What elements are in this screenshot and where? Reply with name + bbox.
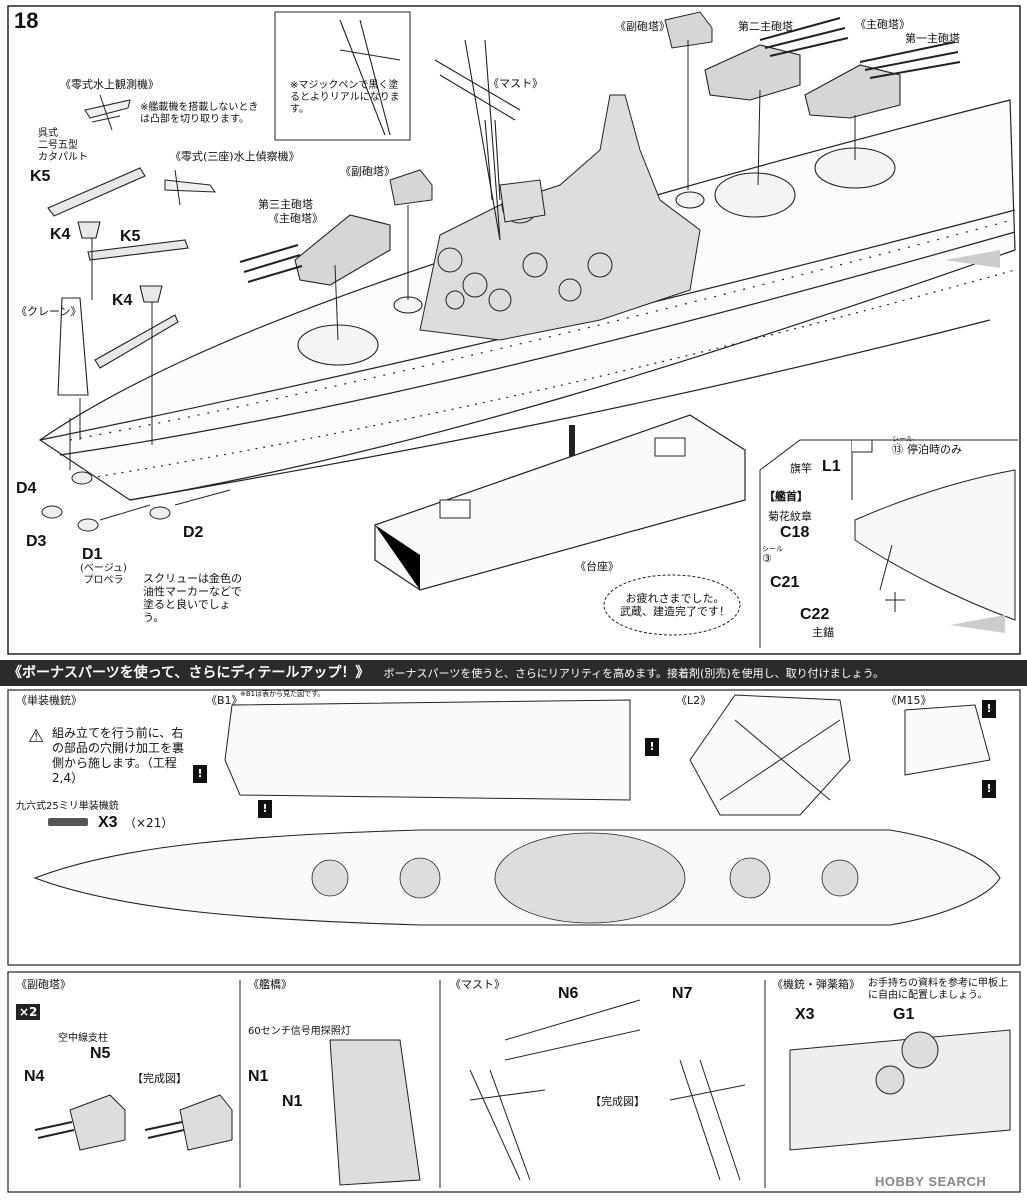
main-turrets (239, 17, 961, 286)
chrysanthemum-label: 菊花紋章 (768, 510, 812, 523)
part-x3-bottom: X3 (795, 1006, 815, 1023)
secondary-turrets (389, 11, 713, 206)
l2-label: 《L2》 (676, 694, 712, 707)
part-n4: N4 (24, 1068, 45, 1085)
part-n5: N5 (90, 1045, 111, 1062)
searchlight-label: 60センチ信号用探照灯 (248, 1026, 351, 1037)
turret3-label: 第三主砲塔 (258, 198, 313, 211)
part-x3-bonus: X3 (98, 814, 118, 831)
superstructure (419, 94, 701, 341)
part-k5-a: K5 (30, 168, 51, 185)
completed-label-2: 【完成図】 (590, 1095, 645, 1108)
gun-part-icon (48, 818, 88, 826)
x3-quantity: （×21） (124, 816, 174, 830)
secondary-turret-label-top: 《副砲塔》 (615, 20, 670, 33)
seal-3: ③ (762, 552, 772, 565)
magic-pen-note: ※マジックペンで黒く塗るとよりリアルになります。 (290, 80, 400, 115)
propellers (41, 471, 231, 532)
completed-label-1: 【完成図】 (132, 1072, 187, 1085)
anchored-only-label: 停泊時のみ (907, 443, 962, 456)
part-c22: C22 (800, 606, 830, 623)
secondary-turret-label-mid: 《副砲塔》 (340, 165, 395, 178)
aerial-post-label: 空中線支柱 (58, 1033, 108, 1044)
mast-bonus-label: 《マスト》 (450, 978, 505, 991)
turret1-label: 第一主砲塔 (905, 32, 960, 45)
crane-label: 《クレーン》 (16, 305, 82, 318)
mast-label: 《マスト》 (488, 77, 543, 90)
times-two-badge: ×2 (16, 1004, 41, 1020)
b1-note: ※B1は表から見た図です。 (240, 690, 325, 698)
seal-word-3: シール (762, 545, 783, 553)
part-c18: C18 (780, 524, 810, 541)
drill-hole-icon: ! (645, 738, 659, 756)
part-k4-b: K4 (112, 292, 133, 309)
part-l1: L1 (822, 458, 841, 475)
screw-note: スクリューは金色の油性マーカーなどで塗ると良いでしょう。 (143, 572, 242, 624)
d1-note: (ベージュ) プロペラ (80, 563, 127, 586)
catapult-label: 呉式 二号五型 カタパルト (38, 128, 88, 163)
bow-label: 【艦首】 (764, 490, 808, 503)
mg-ammo-label: 《機銃・弾薬箱》 (772, 978, 860, 991)
drill-hole-icon: ! (982, 780, 996, 798)
watermark-logo: HOBBY SEARCH (875, 1174, 987, 1189)
mg-ammo-note: お手持ちの資料を参考に甲板上に自由に配置しましょう。 (868, 978, 1008, 1001)
m15-label: 《M15》 (886, 694, 932, 707)
seaplanes (84, 94, 217, 206)
bridge-label: 《艦橋》 (248, 978, 292, 991)
catapult-and-crane (47, 167, 189, 396)
seal-13: ⑬ (892, 443, 903, 456)
flagpole-label: 旗竿 (790, 462, 812, 475)
finished-message: お疲れさまでした。 武蔵、建造完了です！ (620, 592, 730, 618)
part-d3: D3 (26, 533, 47, 550)
drill-hole-icon: ! (258, 800, 272, 818)
b1-label: 《B1》 (206, 694, 243, 707)
mast-drawing (339, 19, 521, 241)
turret3-sub-label: 《主砲塔》 (268, 212, 323, 225)
part-g1: G1 (893, 1006, 915, 1023)
turret2-label: 第二主砲塔 (738, 20, 793, 33)
single-gun-label: 《単装機銃》 (16, 694, 82, 707)
main-turret-label: 《主砲塔》 (855, 18, 910, 31)
bow-drawing (851, 439, 1016, 621)
banner-title: 《ボーナスパーツを使って、さらにディテールアップ！》 (8, 665, 370, 681)
step-number: 18 (14, 8, 39, 33)
part-n1-a: N1 (248, 1068, 269, 1085)
part-k4-a: K4 (50, 226, 71, 243)
sec-turret-label: 《副砲塔》 (16, 978, 71, 991)
warning-icon: ⚠ (28, 726, 45, 747)
part-c21: C21 (770, 574, 800, 591)
display-stand (374, 414, 746, 591)
part-d2: D2 (183, 524, 204, 541)
banner-description: ボーナスパーツを使うと、さらにリアリティを高めます。接着剤(別売)を使用し、取り… (383, 667, 884, 680)
drill-hole-icon: ! (193, 765, 207, 783)
drill-hole-icon: ! (982, 700, 996, 718)
part-d1: D1 (82, 546, 103, 563)
gun-type-label: 九六式25ミリ単装機銃 (16, 801, 119, 812)
bonus-parts-banner: 《ボーナスパーツを使って、さらにディテールアップ！》 ボーナスパーツを使うと、さ… (0, 660, 1027, 686)
seaplane-label: 《零式水上観測機》 (60, 78, 159, 91)
part-d4: D4 (16, 480, 37, 497)
part-n1-b: N1 (282, 1093, 303, 1110)
seal-word-13: シール (892, 435, 913, 443)
recon-plane-label: 《零式(三座)水上偵察機》 (170, 150, 300, 163)
seaplane-note: ※艦載機を搭載しないときは凸部を切り取ります。 (140, 102, 259, 125)
part-k5-b: K5 (120, 228, 141, 245)
stand-label: 《台座》 (575, 560, 619, 573)
main-anchor-label: 主錨 (812, 626, 834, 639)
part-n6: N6 (558, 985, 579, 1002)
warning-text: 組み立てを行う前に、右の部品の穴開け加工を裏側から施します。（工程 2,4） (52, 726, 185, 785)
part-n7: N7 (672, 985, 693, 1002)
